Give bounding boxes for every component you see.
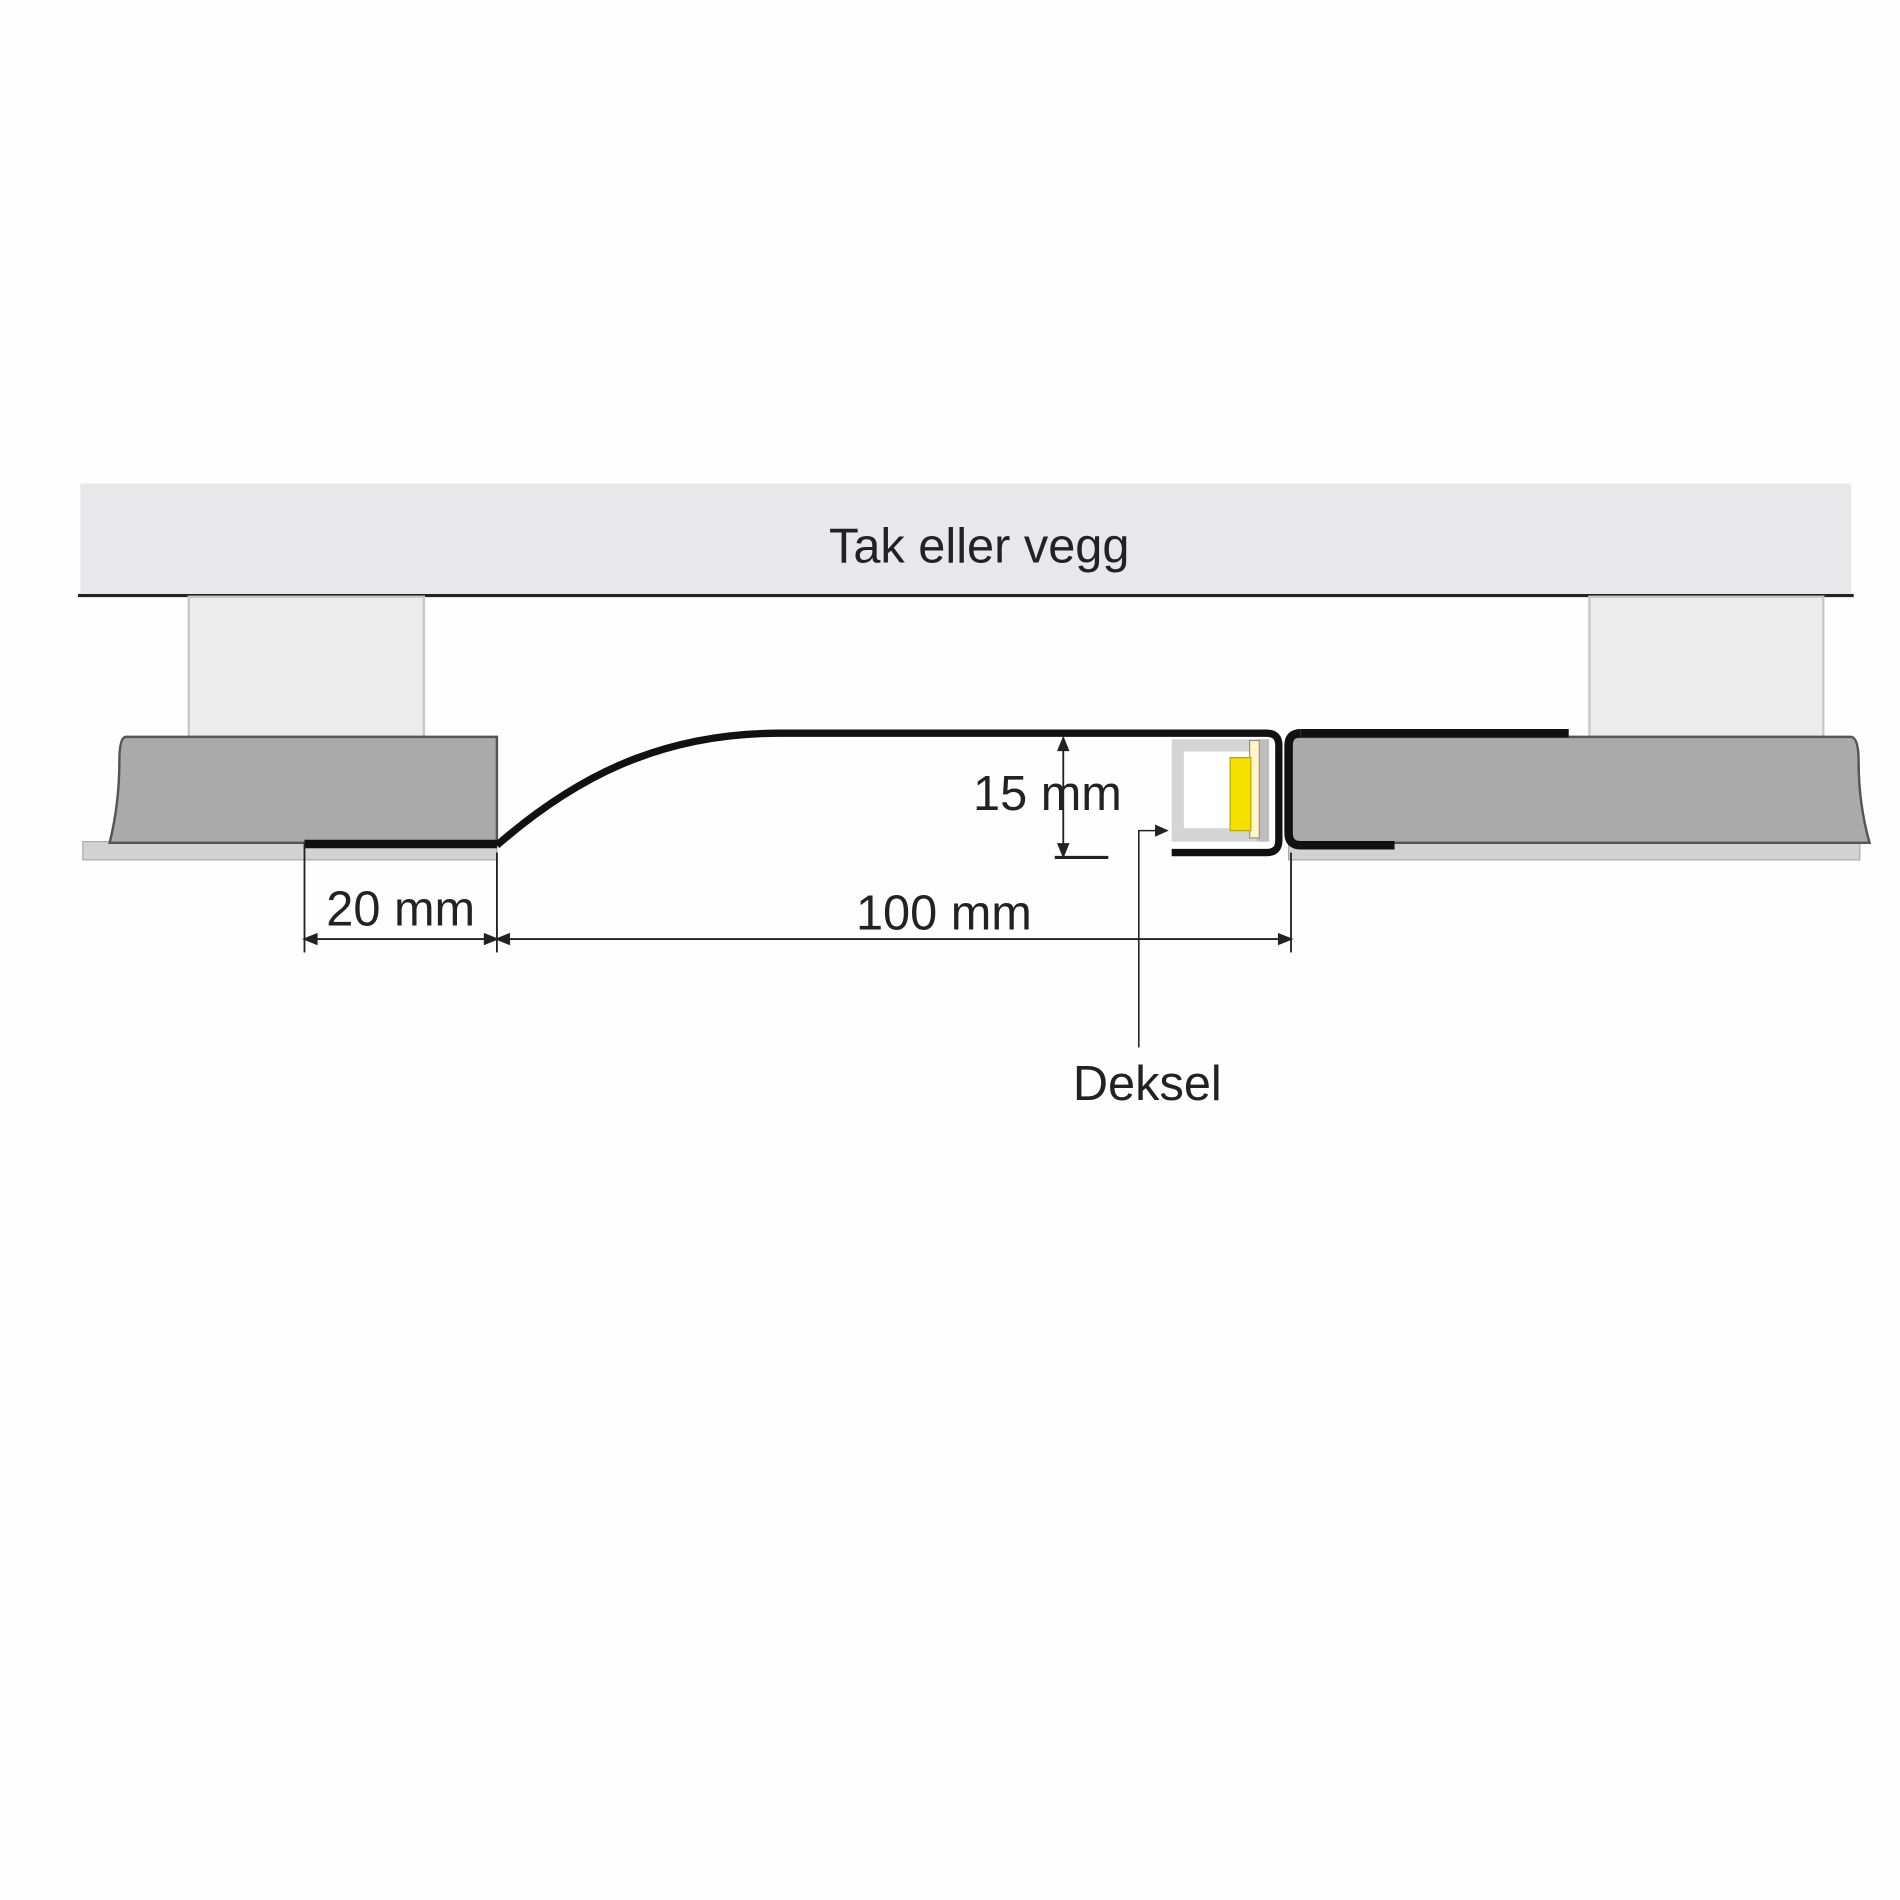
cover-deksel	[1171, 739, 1270, 842]
cover-leader-line	[1137, 824, 1169, 1048]
dimension-15mm	[1054, 735, 1109, 859]
cover-label: Deksel	[1073, 1057, 1222, 1111]
led-strip	[1229, 756, 1252, 832]
right-board	[1287, 735, 1872, 845]
right-post	[1588, 595, 1825, 739]
aluminium-profile	[304, 728, 1569, 857]
left-board	[108, 735, 499, 845]
ceiling-wall: Tak eller vegg	[77, 483, 1854, 598]
height-dimension-label: 15 mm	[973, 767, 1122, 821]
ceiling-label: Tak eller vegg	[829, 520, 1129, 574]
left-post	[187, 595, 426, 739]
dimension-20mm-100mm	[302, 842, 1294, 953]
overlap-dimension-label: 20 mm	[326, 883, 475, 937]
width-dimension-label: 100 mm	[856, 886, 1032, 940]
